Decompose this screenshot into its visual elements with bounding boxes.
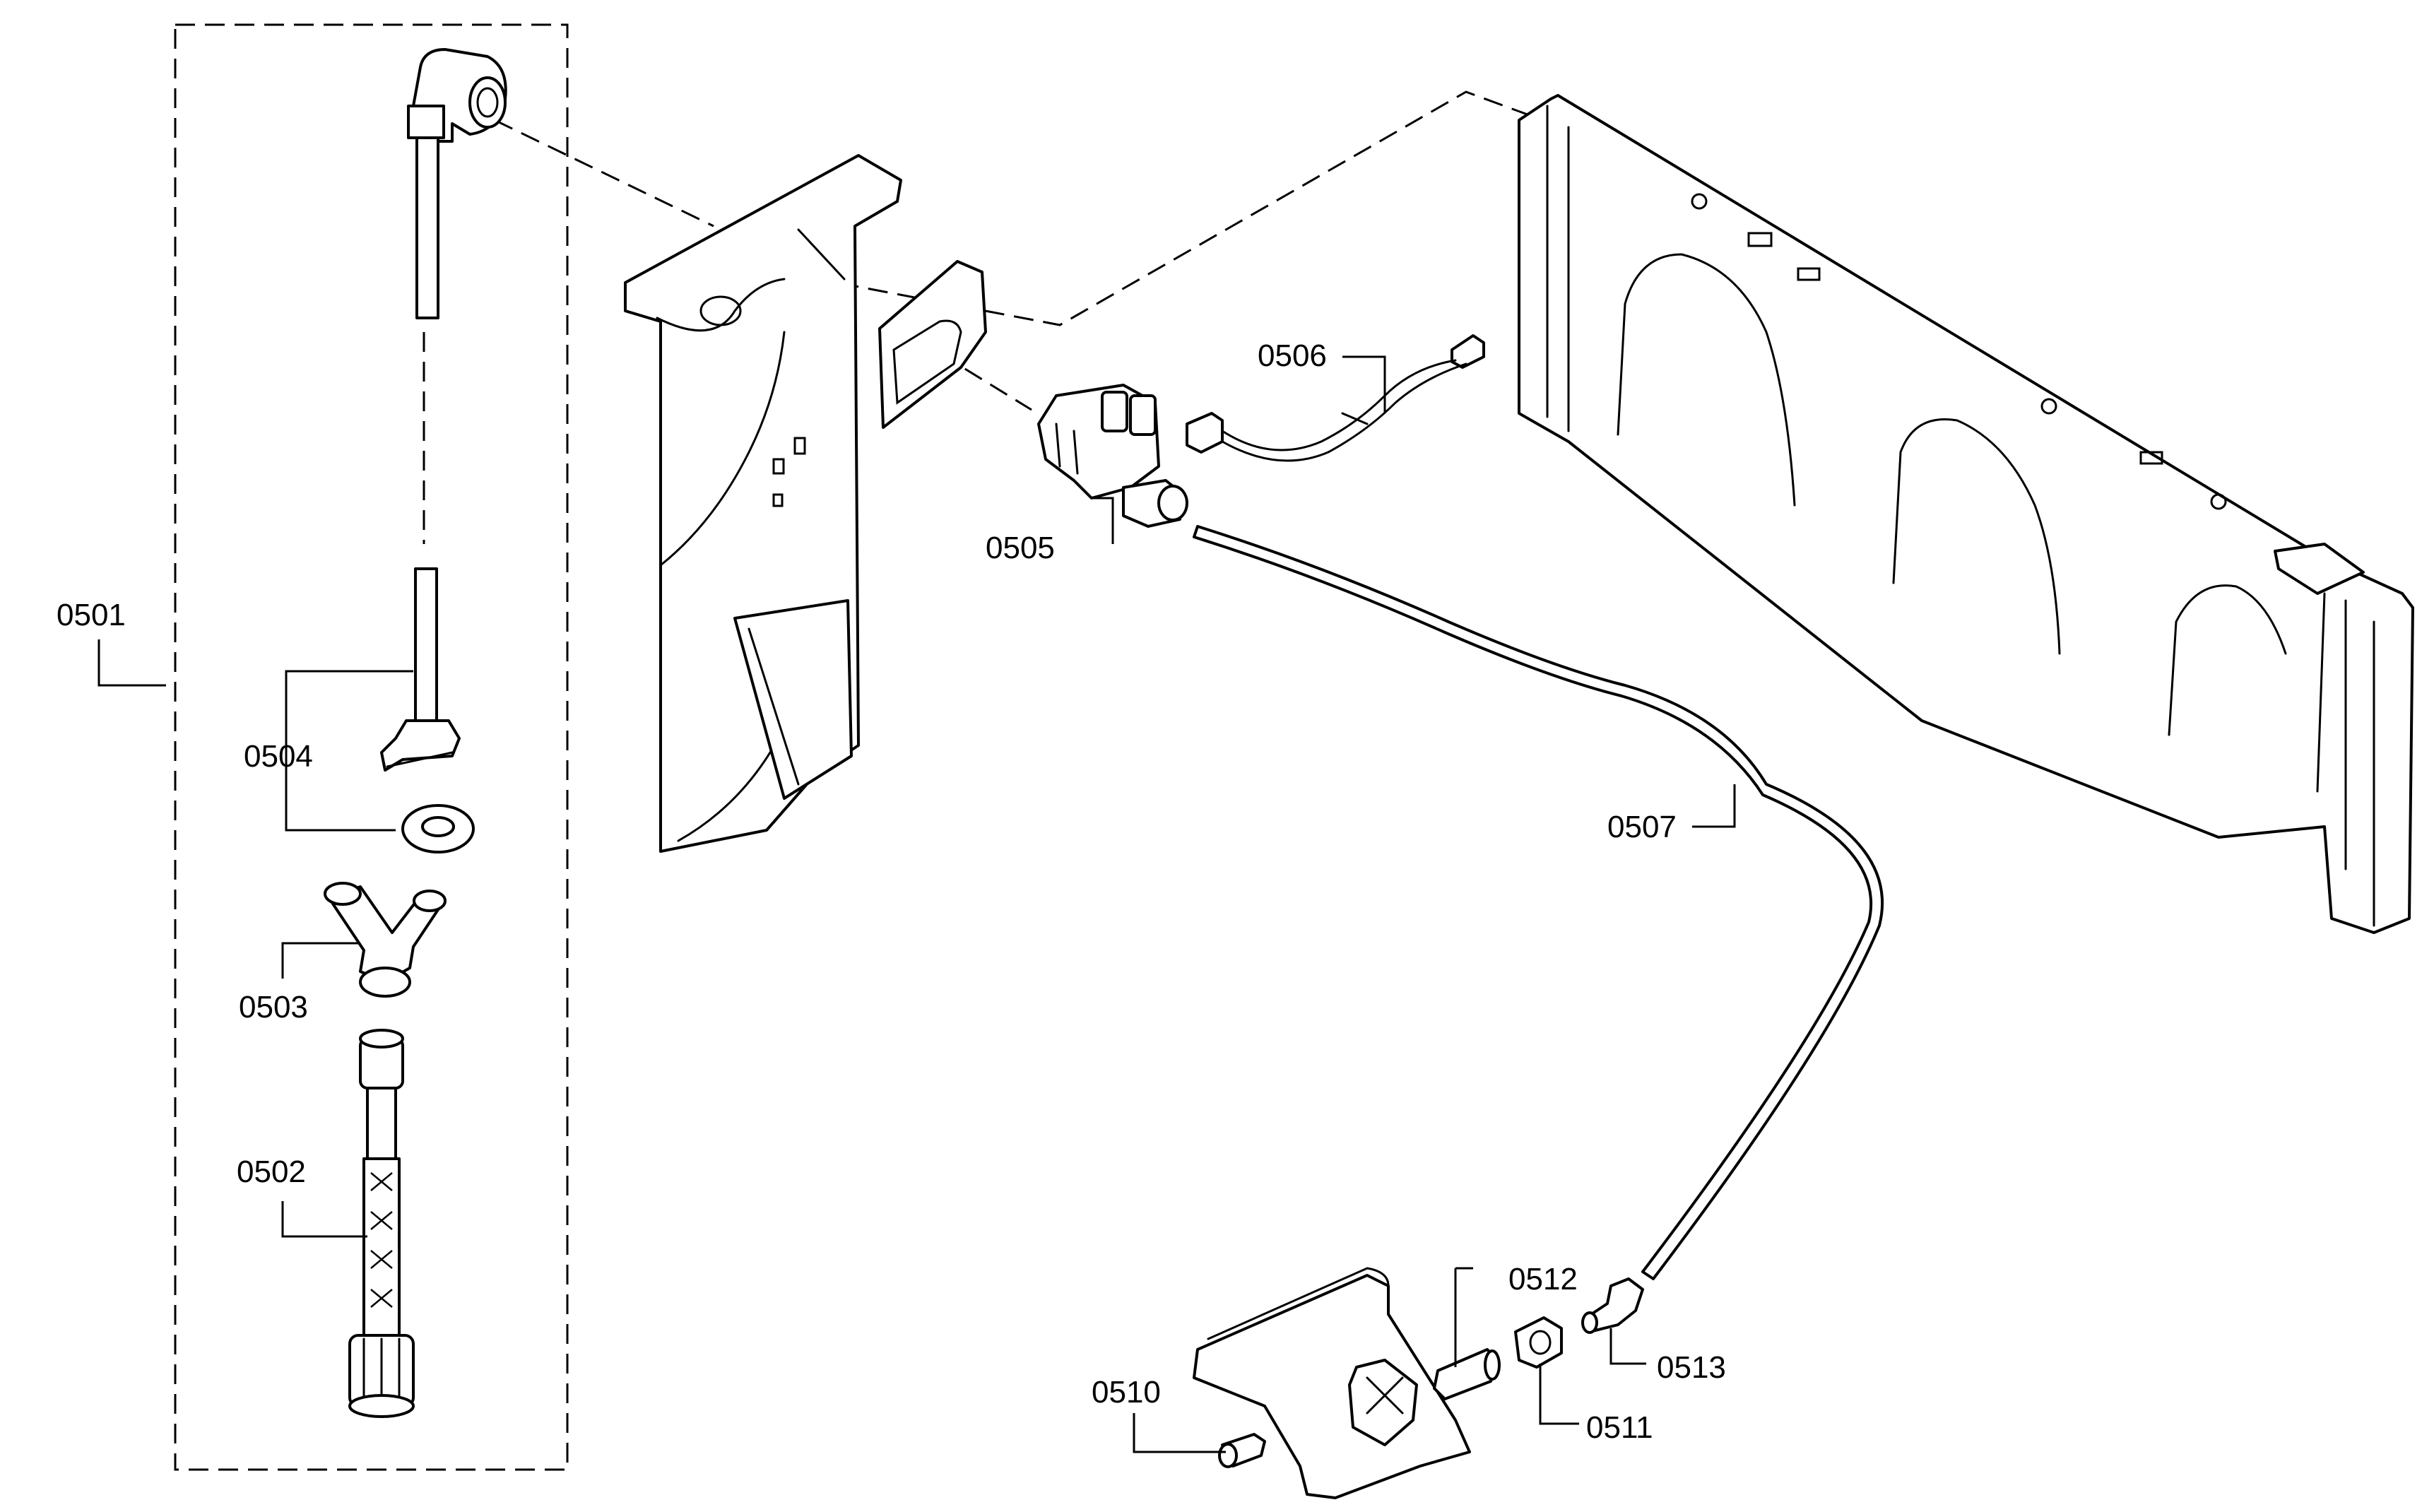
label-0503: 0503 <box>239 990 308 1024</box>
part-0504-washer <box>401 804 475 854</box>
part-0510-fitting <box>1218 1433 1266 1468</box>
part-0507-hose <box>1193 525 1884 1280</box>
part-0506-wire-harness <box>1186 334 1485 462</box>
part-0502-hose <box>348 1029 415 1418</box>
kit-0501-boundary <box>174 23 569 1471</box>
part-0504-inlet-pipe <box>380 567 461 772</box>
label-0513: 0513 <box>1657 1350 1726 1385</box>
part-0503-y-connector <box>324 882 447 998</box>
part-0511-nut <box>1514 1316 1563 1369</box>
part-0504-elbow-pipe <box>407 48 507 319</box>
part-0505-inlet-valve <box>1037 384 1188 528</box>
label-0512: 0512 <box>1508 1262 1578 1297</box>
label-0506: 0506 <box>1258 338 1327 373</box>
leader-lines <box>98 355 1736 1453</box>
label-0501: 0501 <box>57 598 126 632</box>
mounting-bracket <box>878 260 987 429</box>
label-0502: 0502 <box>237 1154 306 1189</box>
part-0513-elbow <box>1581 1277 1644 1334</box>
label-0504: 0504 <box>244 739 313 774</box>
label-0507: 0507 <box>1607 810 1677 844</box>
sump-base <box>1193 1267 1471 1499</box>
base-frame <box>1518 94 2414 934</box>
side-panel <box>624 154 902 853</box>
part-0512-sleeve <box>1433 1348 1501 1400</box>
label-0510: 0510 <box>1092 1375 1161 1410</box>
label-0505: 0505 <box>986 531 1055 565</box>
label-0511: 0511 <box>1586 1410 1653 1445</box>
